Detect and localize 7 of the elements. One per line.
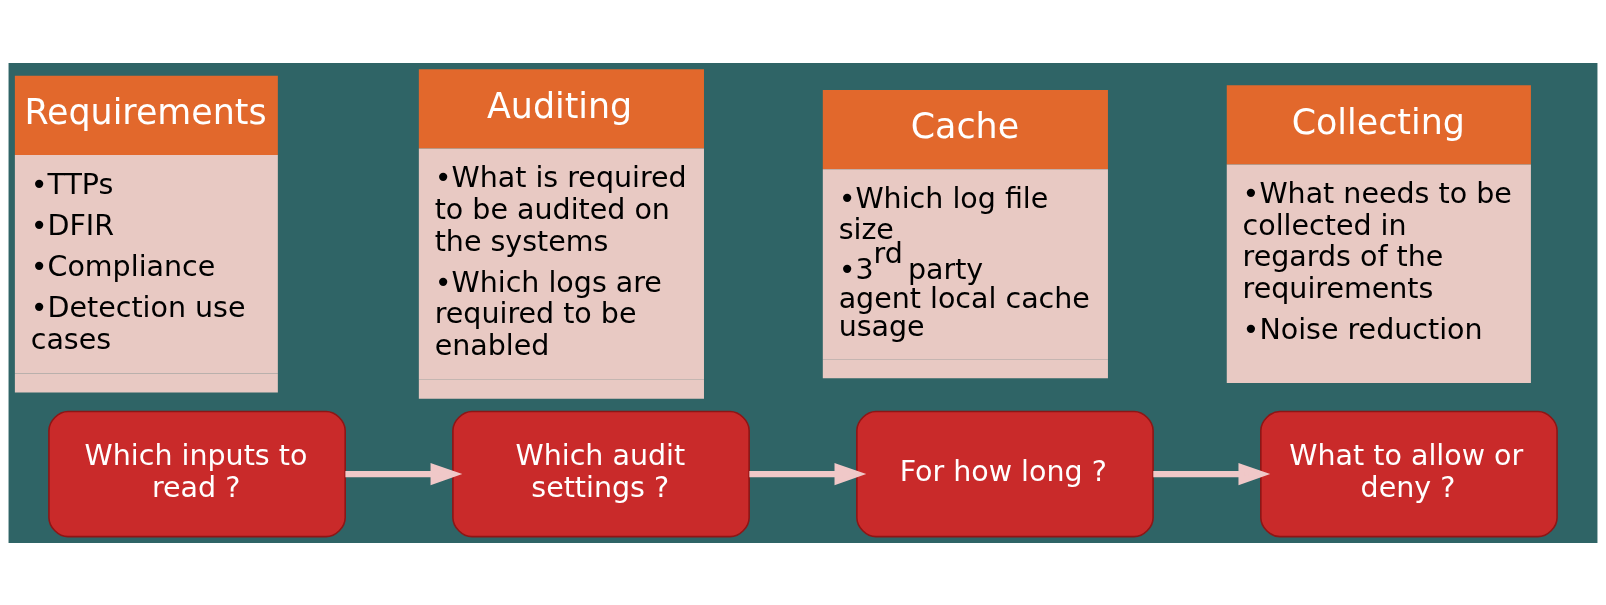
arrow [345, 462, 463, 485]
node-box: For how long ? [856, 410, 1154, 537]
arrow [1153, 462, 1271, 485]
node-box: Which inputs to read ? [48, 410, 346, 537]
node-box: Which audit settings ? [452, 410, 750, 537]
arrow [749, 462, 867, 485]
node-box: What to allow or deny ? [1260, 410, 1558, 537]
